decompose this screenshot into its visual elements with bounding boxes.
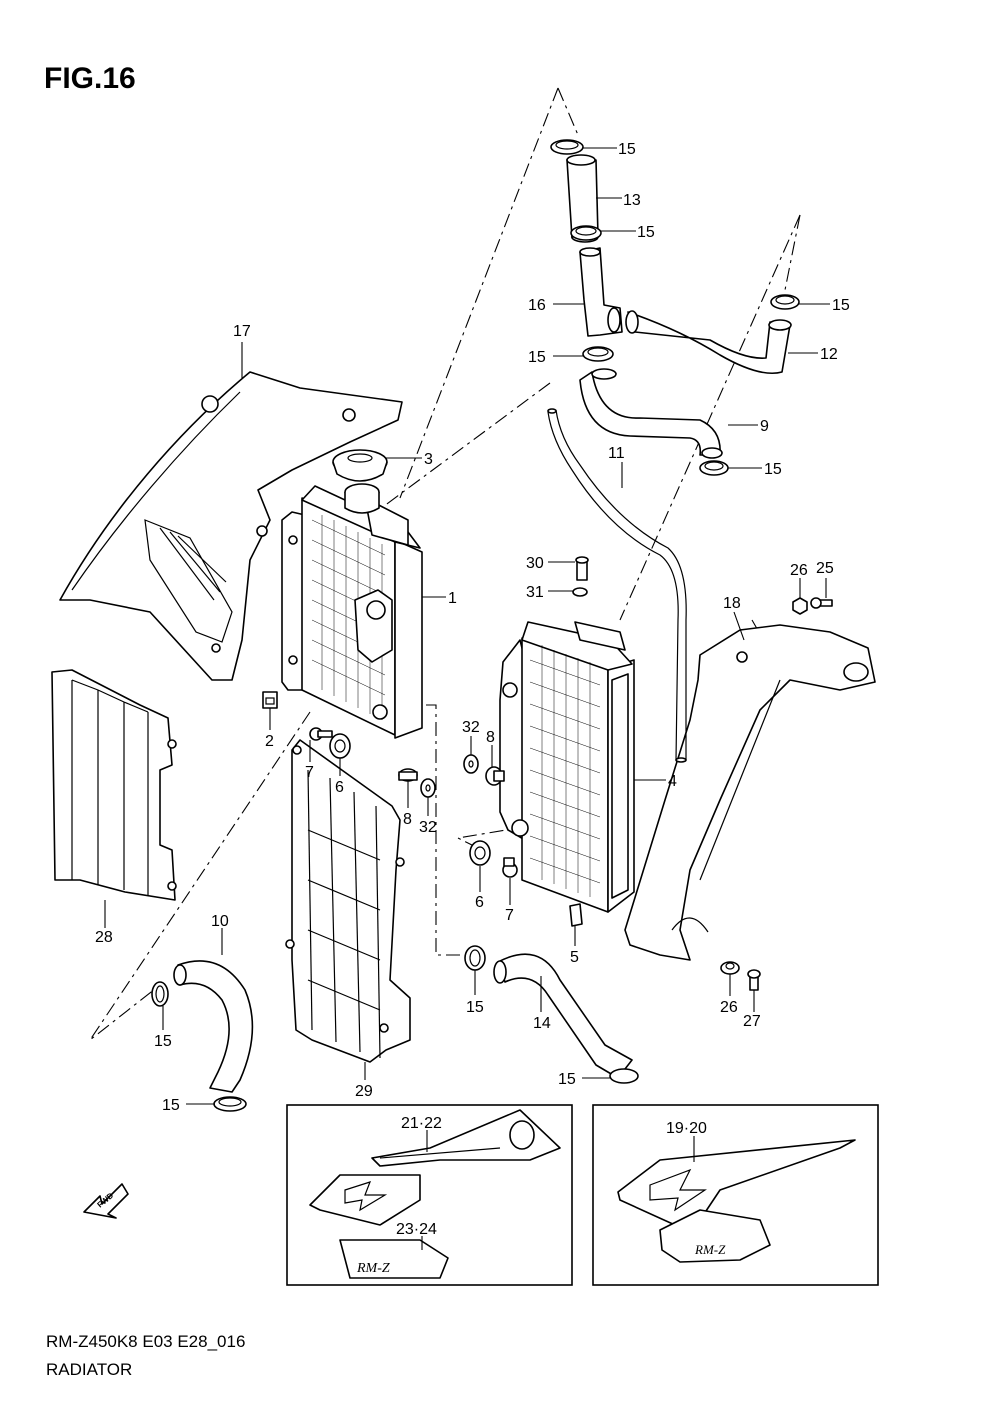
inset-right-shroud-decals: RM-Z 19·20 xyxy=(592,1104,879,1286)
callout-12: 12 xyxy=(820,346,838,363)
grommet-6-right xyxy=(469,840,491,866)
hose-clamp-a xyxy=(550,139,584,155)
washer-32-left xyxy=(420,778,436,798)
callout-8a: 8 xyxy=(403,811,412,828)
callout-4: 4 xyxy=(668,773,677,790)
water-hose-10 xyxy=(173,960,254,1093)
callout-27: 27 xyxy=(743,1013,761,1030)
overflow-tube xyxy=(547,408,687,763)
callout-17: 17 xyxy=(233,323,251,340)
water-hose-12 xyxy=(625,310,792,375)
callout-15i: 15 xyxy=(558,1071,576,1088)
bolt-25 xyxy=(810,597,833,609)
washer-32-right xyxy=(463,754,479,774)
bolt-27 xyxy=(747,969,761,991)
hose-clamp-c xyxy=(582,346,614,362)
callout-6a: 6 xyxy=(335,779,344,796)
water-hose-14 xyxy=(493,953,633,1079)
callout-16: 16 xyxy=(528,297,546,314)
callout-13: 13 xyxy=(623,192,641,209)
left-radiator-shroud xyxy=(59,371,403,681)
hose-clamp-d xyxy=(770,294,800,310)
callout-15d: 15 xyxy=(832,297,850,314)
callout-32b: 32 xyxy=(462,719,480,736)
collar-8-left xyxy=(398,768,418,782)
callout-10: 10 xyxy=(211,913,229,930)
hose-clamp-i xyxy=(609,1068,639,1084)
callout-6b: 6 xyxy=(475,894,484,911)
clip-5 xyxy=(569,903,583,927)
callout-31: 31 xyxy=(526,584,544,601)
fwd-arrow: FWD xyxy=(83,1183,129,1219)
hose-clamp-h xyxy=(464,945,486,971)
collar-8-right xyxy=(485,766,505,786)
callout-3: 3 xyxy=(424,451,433,468)
nut-26-bottom xyxy=(720,961,740,975)
callout-2: 2 xyxy=(265,733,274,750)
callout-7a: 7 xyxy=(305,764,314,781)
clip-2 xyxy=(262,691,278,709)
callout-32a: 32 xyxy=(419,819,437,836)
assembly-reference-lines xyxy=(89,87,801,1041)
callout-7b: 7 xyxy=(505,907,514,924)
section-name: RADIATOR xyxy=(46,1360,133,1379)
hose-clamp-g xyxy=(213,1096,247,1112)
grommet-6-left xyxy=(329,733,351,759)
callout-11: 11 xyxy=(608,445,625,462)
callout-19-20: 19·20 xyxy=(666,1120,707,1137)
nut-26-top xyxy=(792,597,808,615)
callout-25: 25 xyxy=(816,560,834,577)
model-code: RM-Z450K8 E03 E28_016 xyxy=(46,1332,246,1351)
small-parts xyxy=(262,556,833,991)
left-radiator-louver xyxy=(51,669,177,901)
callout-14: 14 xyxy=(533,1015,551,1032)
callout-28: 28 xyxy=(95,929,113,946)
callout-26a: 26 xyxy=(790,562,808,579)
callout-15b: 15 xyxy=(637,224,655,241)
callout-8b: 8 xyxy=(486,729,495,746)
callout-15h: 15 xyxy=(466,999,484,1016)
callout-30: 30 xyxy=(526,555,544,572)
rmz-decal-logo-left: RM-Z xyxy=(356,1261,390,1276)
callout-23-24: 23·24 xyxy=(396,1221,437,1238)
hose-clamp-e xyxy=(699,460,729,476)
bolt-7-left xyxy=(309,727,333,741)
callout-9: 9 xyxy=(760,418,769,435)
left-radiator xyxy=(281,483,423,739)
callout-15g: 15 xyxy=(162,1097,180,1114)
water-hose-9 xyxy=(579,368,723,459)
callout-15f: 15 xyxy=(154,1033,172,1050)
callout-1: 1 xyxy=(448,590,457,607)
right-radiator-shroud xyxy=(624,624,876,961)
hose-clamp-f xyxy=(151,981,169,1007)
right-radiator-louver xyxy=(285,739,411,1063)
radiator-cap xyxy=(332,449,388,482)
bolt-7-right xyxy=(502,857,518,878)
callout-18: 18 xyxy=(723,595,741,612)
hose-clamp-b xyxy=(570,225,602,241)
right-radiator xyxy=(499,621,635,913)
leader-lines xyxy=(104,147,830,1105)
washer-31 xyxy=(572,587,588,597)
callout-labels: 15 13 15 15 16 12 15 9 3 15 11 17 1 4 2 … xyxy=(95,141,850,1114)
three-way-joint xyxy=(579,247,623,337)
rmz-decal-logo-right: RM-Z xyxy=(694,1242,726,1257)
callout-21-22: 21·22 xyxy=(401,1115,442,1132)
callout-26b: 26 xyxy=(720,999,738,1016)
bolt-30 xyxy=(575,556,589,581)
right-radiator-core xyxy=(529,645,601,897)
callout-5: 5 xyxy=(570,949,579,966)
hose-clamps xyxy=(151,139,800,1112)
callout-15a: 15 xyxy=(618,141,636,158)
inset-left-shroud-decals: RM-Z 21·22 23·24 xyxy=(286,1104,573,1286)
callout-29: 29 xyxy=(355,1083,373,1100)
figure-title: FIG.16 xyxy=(44,62,136,95)
callout-15c: 15 xyxy=(528,349,546,366)
callout-15e: 15 xyxy=(764,461,782,478)
